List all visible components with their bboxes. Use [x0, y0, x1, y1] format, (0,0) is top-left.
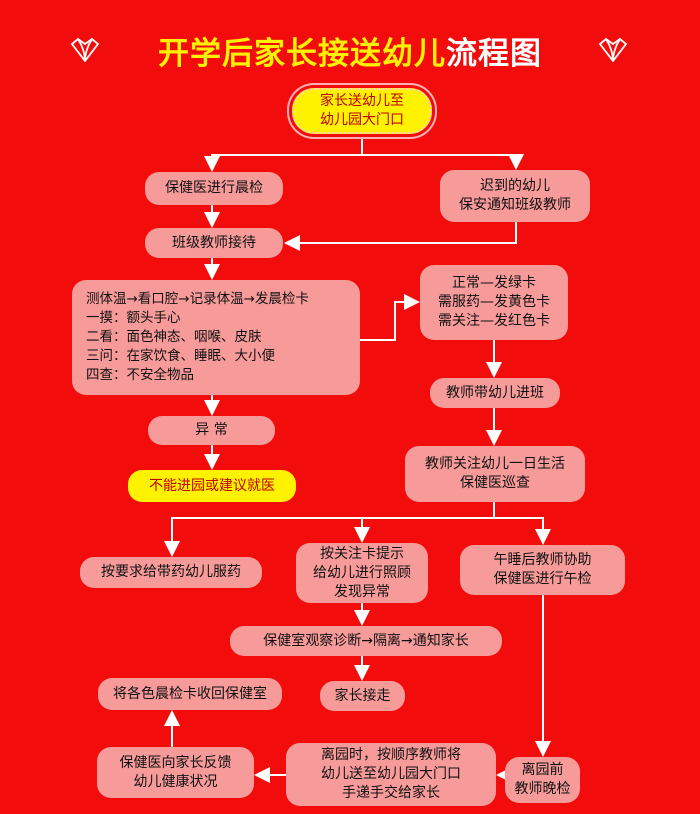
node-text-line: 按要求给带药幼儿服药 [101, 564, 241, 580]
node-text-line: 将各色晨检卡收回保健室 [113, 685, 267, 702]
node-observe: 保健室观察诊断→隔离→通知家长 [230, 626, 502, 656]
node-collect-cards: 将各色晨检卡收回保健室 [98, 678, 282, 710]
node-text-line: 发现异常 [334, 583, 390, 600]
node-text-line: 幼儿园大门口 [320, 112, 404, 128]
node-text-line: 保健医向家长反馈 [119, 754, 232, 771]
node-start: 家长送幼儿至幼儿园大门口 [292, 88, 432, 134]
node-teacher-receive: 班级教师接待 [145, 228, 283, 258]
node-text-line: 保健室观察诊断→隔离→通知家长 [263, 632, 469, 649]
node-medicine: 按要求给带药幼儿服药 [80, 557, 262, 588]
node-cards: 正常—发绿卡需服药—发黄色卡需关注—发红色卡 [420, 265, 568, 340]
node-text-line: 给幼儿进行照顾 [313, 564, 411, 581]
node-into-class: 教师带幼儿进班 [430, 378, 560, 408]
node-text-line: 教师关注幼儿一日生活 [425, 456, 565, 472]
node-late-child: 迟到的幼儿保安通知班级教师 [440, 170, 590, 222]
node-text-line: 迟到的幼儿 [480, 178, 550, 194]
node-text-line: 保健医巡查 [460, 475, 530, 491]
node-text-line: 午睡后教师协助 [493, 552, 592, 568]
node-text-line: 班级教师接待 [172, 234, 256, 251]
node-evening-check: 离园前教师晚检 [505, 757, 580, 803]
node-text-line: 需关注—发红色卡 [438, 313, 550, 329]
node-text-line: 离园前 [521, 762, 564, 778]
node-text-line: 家长送幼儿至 [320, 93, 404, 109]
node-check-detail: 测体温→看口腔→记录体温→发晨检卡一摸：额头手心二看：面色神态、咽喉、皮肤三问：… [72, 280, 360, 395]
node-text-line: 幼儿健康状况 [133, 773, 218, 790]
node-parent-pickup: 家长接走 [320, 681, 405, 711]
node-text-line: 手递手交给家长 [342, 785, 440, 801]
node-text-line: 教师晚检 [514, 781, 571, 797]
page-title: 开学后家长接送幼儿流程图 [0, 28, 700, 73]
node-attention-card: 按关注卡提示给幼儿进行照顾发现异常 [296, 543, 428, 603]
node-abnormal: 异 常 [148, 416, 275, 445]
node-text-line: 四查：不安全物品 [86, 367, 194, 383]
node-text-line: 教师带幼儿进班 [446, 384, 544, 401]
node-nap-check: 午睡后教师协助保健医进行午检 [460, 545, 625, 595]
title-suffix: 流程图 [446, 36, 542, 72]
heart-ornament-icon [598, 38, 628, 62]
node-text-line: 正常—发绿卡 [452, 275, 536, 291]
node-text-line: 保安通知班级教师 [459, 197, 571, 213]
node-text-line: 离园时，按顺序教师将 [321, 747, 461, 763]
node-text-line: 一摸：额头手心 [86, 310, 181, 326]
node-text-line: 保健医进行午检 [493, 571, 592, 587]
node-text-line: 测体温→看口腔→记录体温→发晨检卡 [86, 291, 309, 307]
node-text-line: 按关注卡提示 [320, 545, 404, 562]
node-no-entry: 不能进园或建议就医 [128, 470, 296, 502]
node-text-line: 异 常 [195, 422, 228, 438]
node-text-line: 二看：面色神态、咽喉、皮肤 [86, 329, 262, 345]
node-leave: 离园时，按顺序教师将幼儿送至幼儿园大门口手递手交给家长 [286, 743, 496, 806]
node-text-line: 保健医进行晨检 [165, 180, 263, 196]
node-morning-check: 保健医进行晨检 [145, 172, 283, 205]
node-text-line: 需服药—发黄色卡 [438, 294, 550, 310]
node-text-line: 三问：在家饮食、睡眠、大小便 [86, 348, 275, 364]
node-text-line: 幼儿送至幼儿园大门口 [321, 766, 461, 782]
title-main: 开学后家长接送幼儿 [158, 36, 446, 72]
node-daily-care: 教师关注幼儿一日生活保健医巡查 [405, 446, 585, 502]
node-text-line: 不能进园或建议就医 [149, 477, 275, 494]
node-text-line: 家长接走 [334, 687, 391, 704]
heart-ornament-icon [70, 38, 100, 62]
node-feedback: 保健医向家长反馈幼儿健康状况 [97, 747, 254, 798]
